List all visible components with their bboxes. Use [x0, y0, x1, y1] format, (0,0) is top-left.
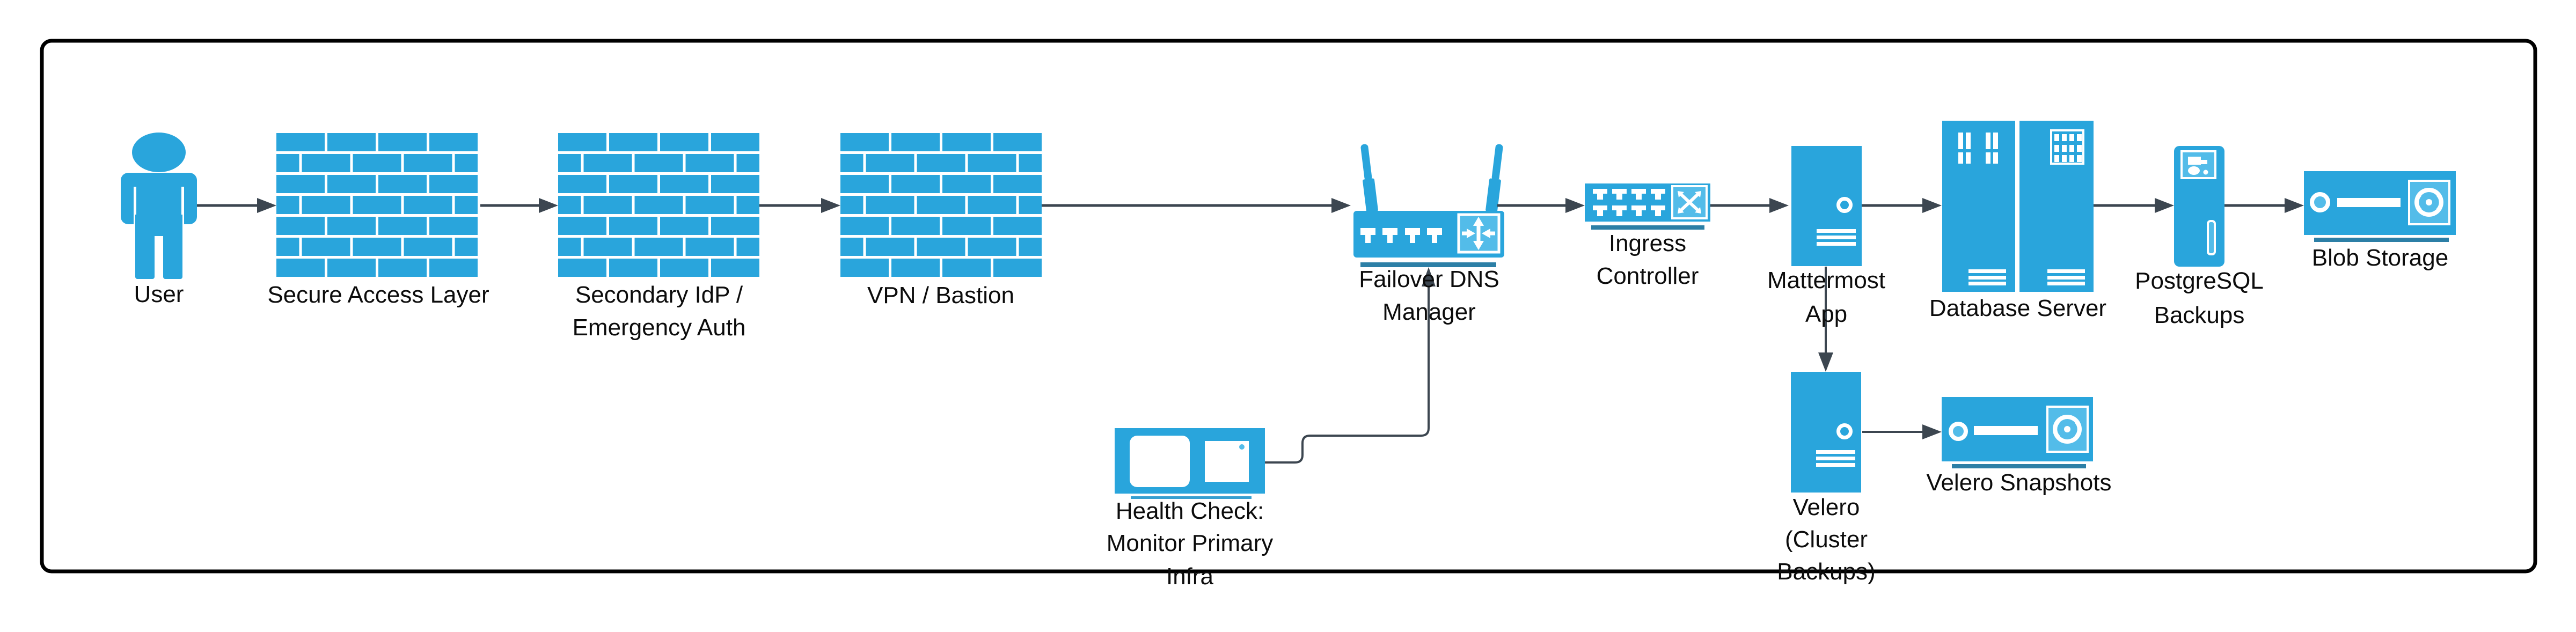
label-failover-dns: Failover DNS	[1359, 266, 1499, 292]
label-velero: (Cluster	[1784, 526, 1868, 553]
label-ingress: Ingress	[1608, 230, 1687, 256]
tower-server-icon	[1791, 146, 1862, 266]
connector-health-check-to-failover-dns	[1265, 267, 1436, 464]
arrow-postgres-to-blob	[2224, 198, 2304, 213]
label-velero: Backups)	[1777, 558, 1876, 585]
label-vpn-bastion: VPN / Bastion	[867, 282, 1014, 308]
arrow-failover-dns-to-ingress	[1497, 198, 1585, 213]
wireless-router-icon	[1353, 144, 1504, 267]
firewall-icon	[840, 133, 1042, 277]
label-velero-snapshots: Velero Snapshots	[1926, 469, 2112, 496]
firewall-icon	[276, 133, 478, 277]
tower-server-icon	[2174, 146, 2224, 267]
arrow-mattermost-to-database	[1862, 198, 1942, 213]
icon-underline	[2314, 238, 2449, 242]
icon-underline	[1952, 464, 2086, 468]
switch-icon	[1585, 183, 1710, 230]
rack-servers-icon	[1942, 121, 2094, 292]
tower-server-icon	[1791, 372, 1861, 493]
arrow-velero-to-snapshots	[1862, 424, 1942, 439]
icon-underline	[1360, 262, 1496, 267]
diagram-border	[40, 39, 2537, 574]
storage-device-icon	[2304, 171, 2456, 242]
arrow-mattermost-to-velero	[1818, 267, 1833, 372]
firewall-icon	[558, 133, 759, 277]
arrow-database-to-postgres	[2094, 198, 2174, 213]
label-secure-access: Secure Access Layer	[267, 282, 489, 308]
icon-underline	[1131, 496, 1252, 499]
label-velero: Velero	[1792, 494, 1860, 520]
label-health-check: Infra	[1166, 563, 1214, 590]
label-database-server: Database Server	[1929, 295, 2107, 321]
label-secondary-idp: Emergency Auth	[572, 314, 746, 341]
label-mattermost: Mattermost	[1767, 267, 1886, 293]
label-blob-storage: Blob Storage	[2311, 245, 2449, 271]
label-postgres: PostgreSQL	[2135, 268, 2264, 294]
arrow-user-to-secure-access	[197, 198, 276, 213]
arrow-vpn-bastion-to-failover-dns	[1042, 198, 1351, 213]
label-failover-dns: Manager	[1382, 299, 1476, 325]
label-postgres: Backups	[2154, 302, 2245, 328]
label-health-check: Monitor Primary	[1106, 530, 1274, 556]
label-mattermost: App	[1805, 301, 1848, 327]
person-icon	[121, 133, 197, 279]
monitor-icon	[1115, 428, 1265, 499]
label-user: User	[134, 281, 184, 307]
label-ingress: Controller	[1596, 263, 1699, 289]
arrow-secondary-idp-to-vpn-bastion	[759, 198, 840, 213]
label-health-check: Health Check:	[1115, 498, 1264, 524]
storage-device-icon	[1942, 397, 2093, 468]
arrow-ingress-to-mattermost	[1710, 198, 1789, 213]
icon-underline	[1591, 225, 1704, 230]
arrow-secure-access-to-secondary-idp	[480, 198, 558, 213]
label-secondary-idp: Secondary IdP /	[575, 282, 743, 308]
